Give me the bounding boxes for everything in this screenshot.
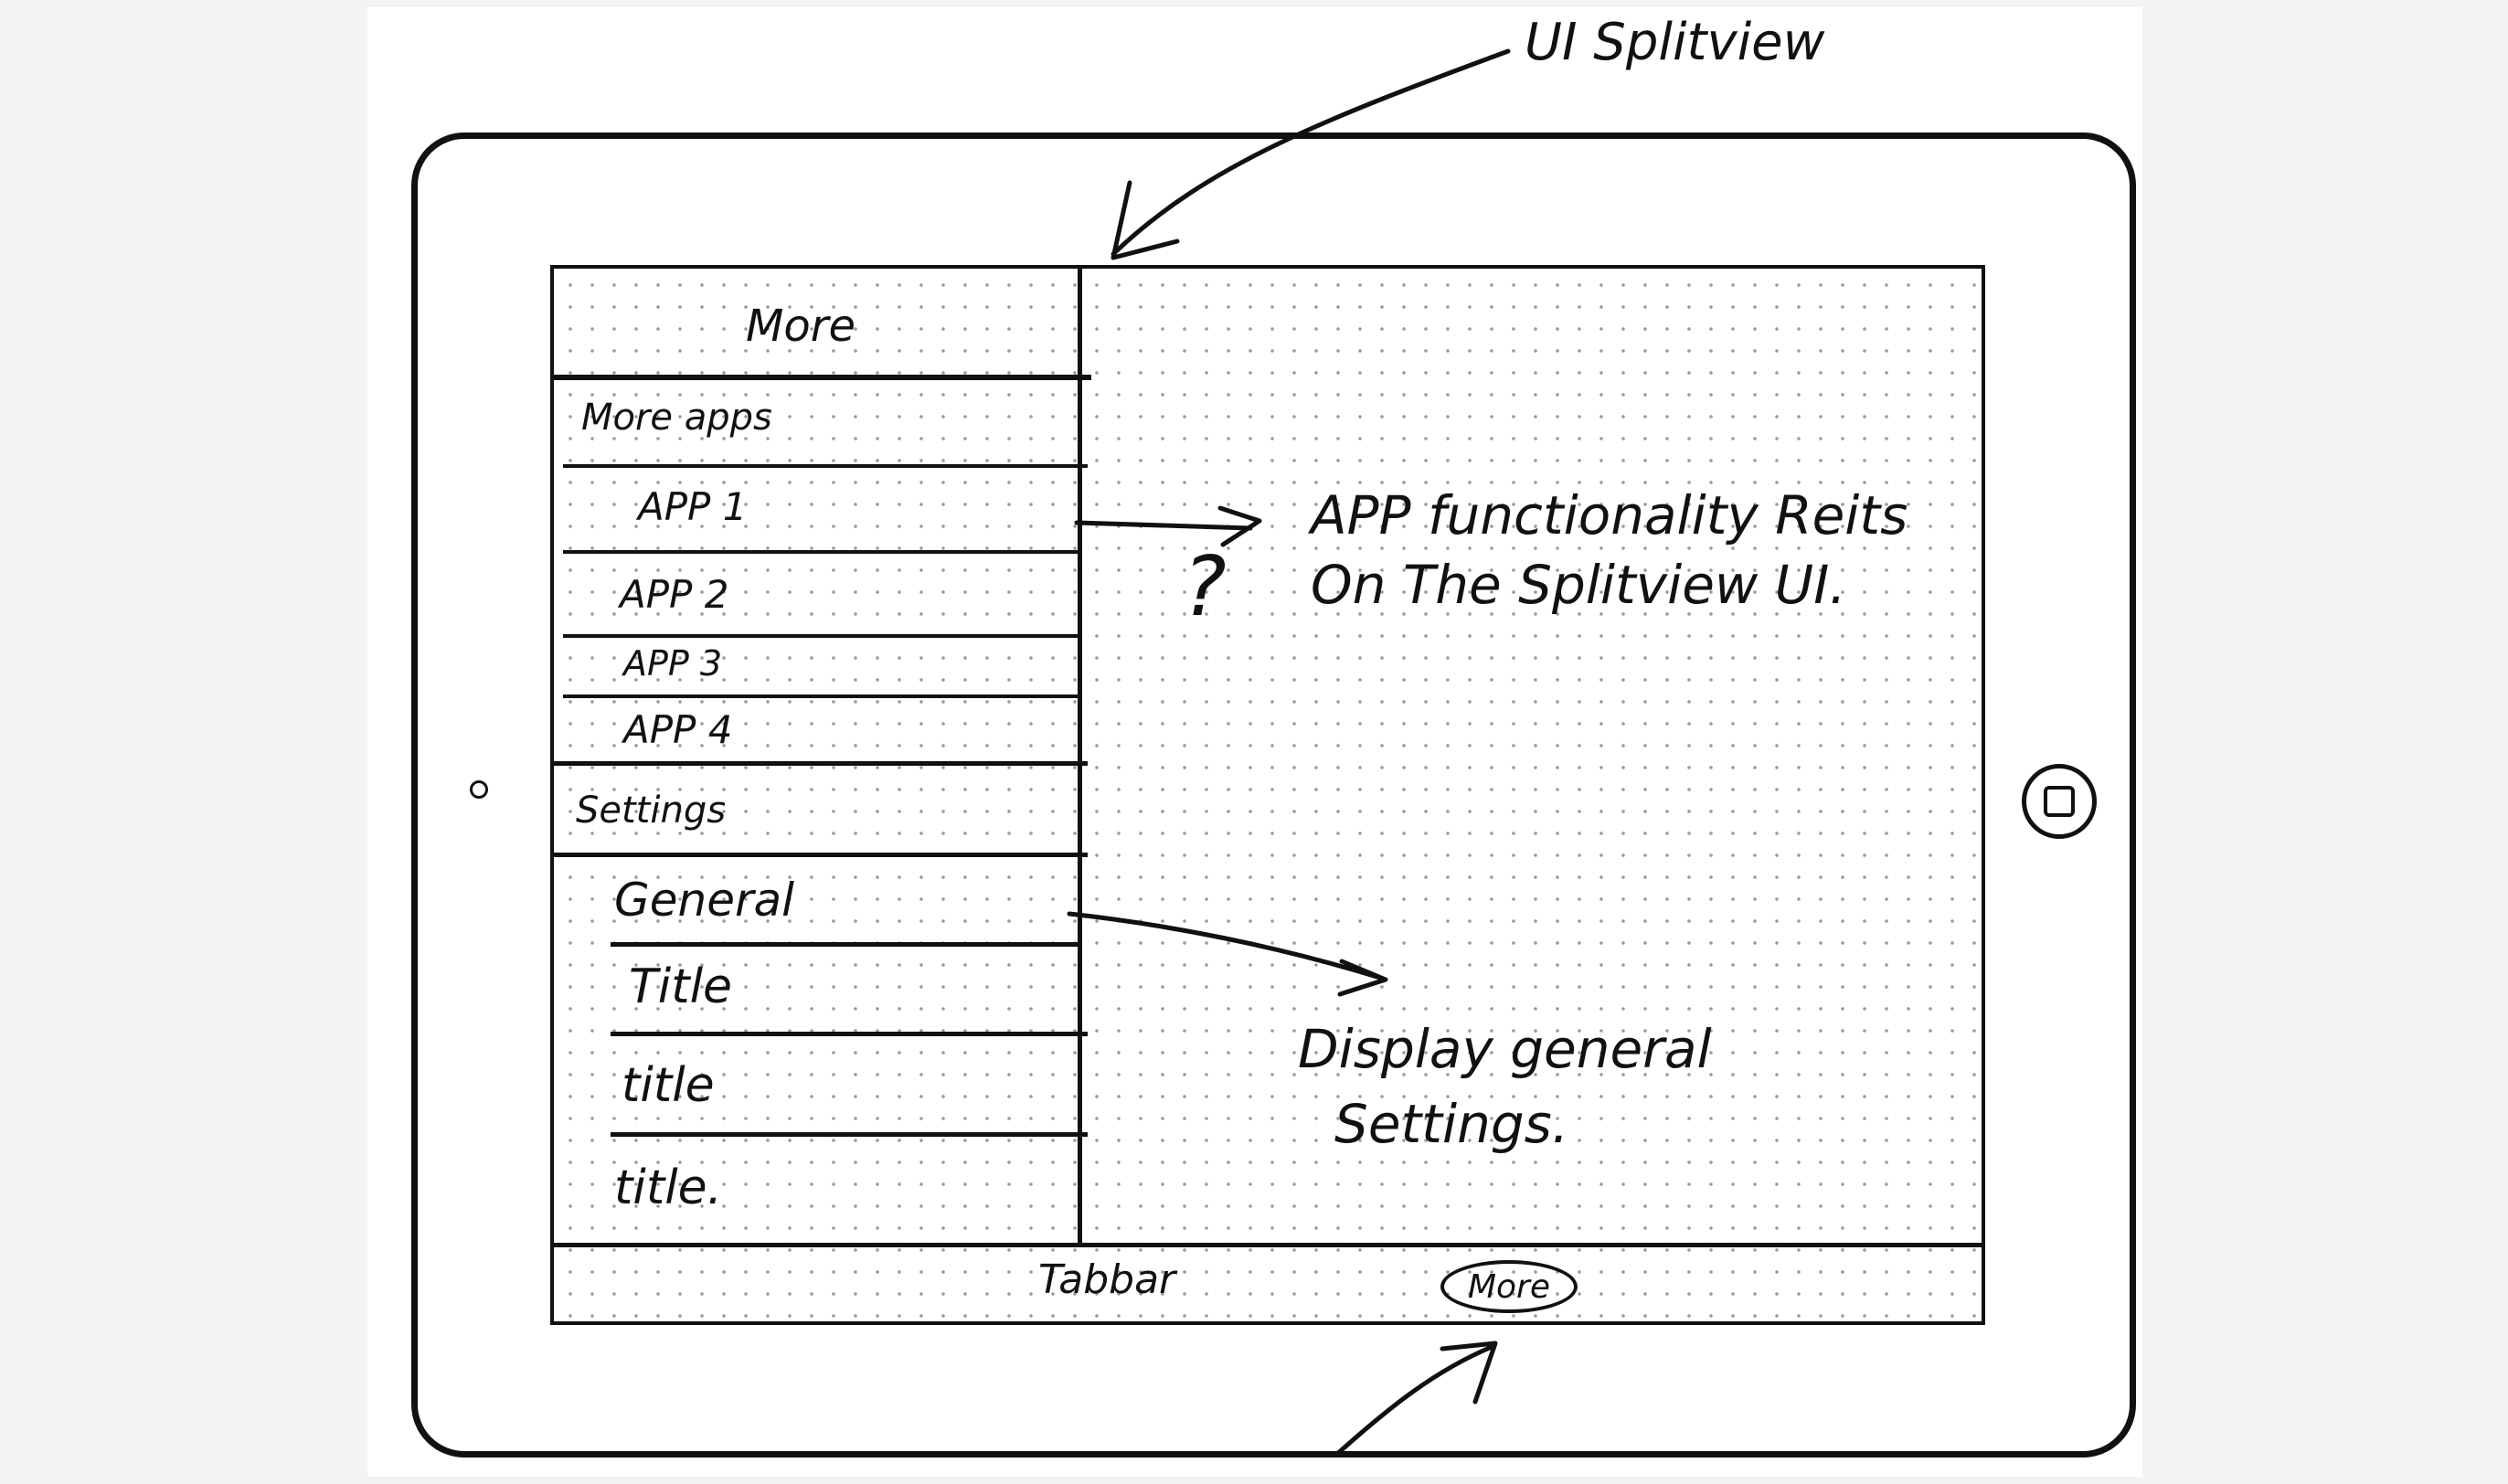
section-label-settings: Settings [576, 790, 727, 832]
tablet-screen: More More apps APP 1 APP 2 APP 3 APP 4 [550, 265, 1985, 1325]
list-item-label: General [614, 874, 795, 927]
row-divider [611, 1032, 1088, 1036]
tab-more-label: More [1467, 1267, 1551, 1306]
question-mark: ? [1183, 539, 1227, 635]
home-button[interactable] [2022, 764, 2097, 839]
detail-note-app-line-1: APP functionality Reits [1311, 484, 1908, 546]
list-item-general[interactable]: General [554, 857, 1082, 947]
detail-note-settings-line-1: Display general [1298, 1018, 1712, 1080]
tab-bar: Tabbar More [554, 1243, 1982, 1321]
list-item-label: APP 3 [623, 643, 723, 684]
list-item-app-3[interactable]: APP 3 [554, 638, 1082, 698]
list-item-label: APP 4 [623, 707, 733, 752]
section-divider [554, 853, 1088, 857]
section-label-more-apps: More apps [581, 397, 772, 439]
nav-bar-divider [554, 375, 1091, 380]
tab-more[interactable]: More [1440, 1260, 1578, 1313]
section-header-settings: Settings [554, 766, 1088, 857]
section-divider [554, 761, 1088, 766]
master-pane: More More apps APP 1 APP 2 APP 3 APP 4 [554, 269, 1091, 1246]
list-item-label: APP 2 [620, 572, 729, 617]
list-item-title-1[interactable]: Title [554, 947, 1088, 1036]
list-item-label: APP 1 [638, 484, 748, 529]
tab-bar-label: Tabbar [1038, 1256, 1176, 1303]
list-item-app-4[interactable]: APP 4 [554, 698, 1088, 766]
detail-note-settings-line-2: Settings. [1334, 1093, 1569, 1155]
nav-bar [554, 269, 1091, 380]
row-divider [563, 694, 1082, 698]
list-item-label: Title [629, 959, 733, 1014]
section-divider [563, 464, 1088, 468]
row-divider [563, 550, 1082, 554]
section-header-more-apps: More apps [554, 380, 1088, 468]
row-divider [611, 942, 1082, 947]
detail-note-app-line-2: On The Splitview UI. [1311, 554, 1846, 616]
camera-dot [470, 780, 488, 799]
home-square-icon [2044, 786, 2075, 817]
splitview-callout-label: UI Splitview [1525, 13, 1825, 72]
list-item-title-3[interactable]: title. [554, 1137, 1082, 1245]
master-nav-title: More [746, 301, 856, 352]
list-item-app-1[interactable]: APP 1 [554, 468, 1082, 554]
row-divider [611, 1132, 1088, 1137]
list-item-app-2[interactable]: APP 2 [554, 554, 1082, 638]
list-item-label: title. [614, 1161, 723, 1215]
detail-pane: APP functionality Reits On The Splitview… [1082, 269, 1982, 1246]
list-item-title-2[interactable]: title [554, 1036, 1088, 1137]
row-divider [563, 634, 1082, 638]
list-item-label: title [622, 1058, 715, 1113]
